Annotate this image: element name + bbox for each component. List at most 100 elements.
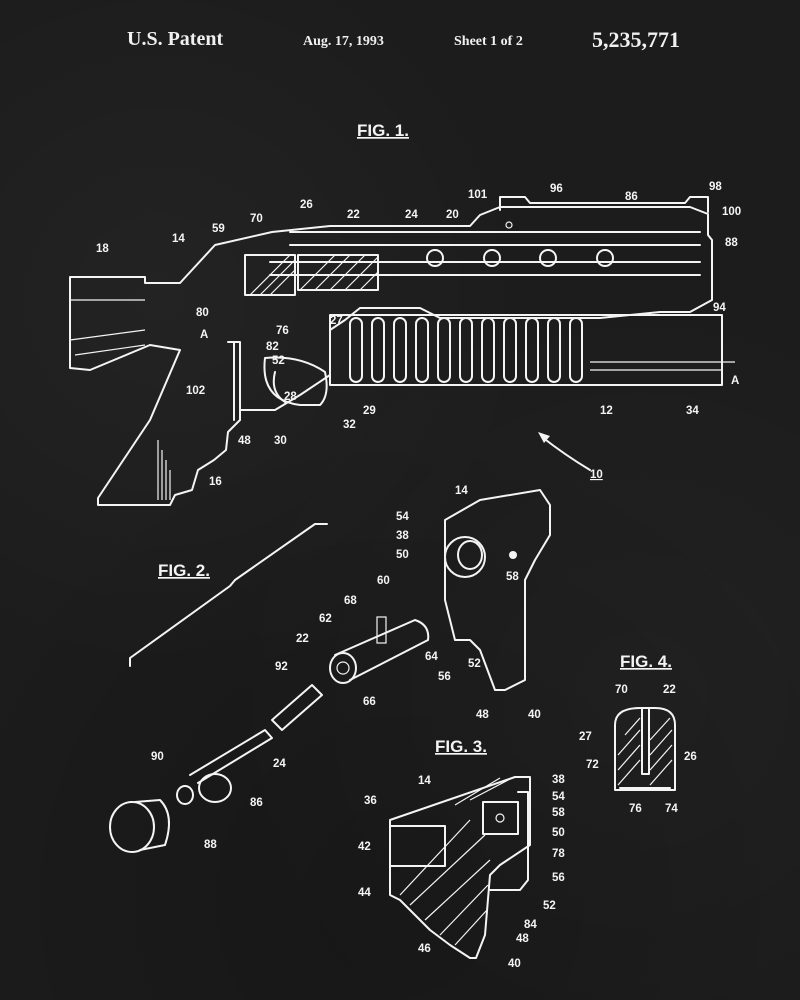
label-16: 16	[209, 476, 222, 488]
label-80: 80	[196, 307, 209, 319]
label-29: 29	[363, 405, 376, 417]
patent-title: U.S. Patent	[127, 28, 224, 50]
fig2-bolt	[334, 619, 430, 681]
fig1-ref-arrow	[541, 436, 591, 471]
fig2-bore	[444, 536, 486, 578]
label-20: 20	[446, 209, 459, 221]
fig1: FIG. 1.	[69, 121, 735, 506]
label-76: 76	[276, 325, 289, 337]
fig1-ref-label: 10	[590, 469, 603, 481]
fig3-title: FIG. 3.	[435, 737, 487, 756]
fig3-hatching	[399, 777, 513, 946]
label-70: 70	[250, 213, 263, 225]
label-54: 54	[552, 791, 565, 803]
label-38: 38	[552, 774, 565, 786]
label-52: 52	[272, 355, 285, 367]
label-94: 94	[713, 302, 726, 314]
fig2-cap-face	[109, 801, 155, 853]
fig2-collar	[198, 773, 232, 803]
label-22: 22	[296, 633, 309, 645]
fig1-receiver	[269, 231, 701, 276]
label-66: 66	[363, 696, 376, 708]
label-100: 100	[722, 206, 741, 218]
label-102: 102	[186, 385, 205, 397]
label-34: 34	[686, 405, 699, 417]
fig1-barrel	[329, 314, 723, 386]
label-28: 28	[284, 391, 297, 403]
label-78: 78	[552, 848, 565, 860]
label-82: 82	[266, 341, 279, 353]
fig2-labels: 14 54 38 50 58 60 68 62 22 64 56 52 66 9…	[151, 485, 541, 851]
fig4: FIG. 4.	[614, 652, 676, 791]
label-88: 88	[725, 237, 738, 249]
label-24: 24	[405, 209, 418, 221]
label-48: 48	[238, 435, 251, 447]
label-56: 56	[438, 671, 451, 683]
label-52: 52	[468, 658, 481, 670]
label-59: 59	[212, 223, 225, 235]
fig1-trigger-guard	[263, 356, 328, 406]
fig1-sight-hole	[505, 221, 513, 229]
label-27: 27	[579, 731, 592, 743]
label-52: 52	[543, 900, 556, 912]
fig1-centerline	[590, 361, 735, 371]
label-36: 36	[364, 795, 377, 807]
label-A-left: A	[200, 329, 208, 341]
label-60: 60	[377, 575, 390, 587]
fig1-barrel-ribs	[349, 317, 583, 383]
label-70: 70	[615, 684, 628, 696]
label-32: 32	[343, 419, 356, 431]
fig3-flange	[489, 791, 529, 891]
label-38: 38	[396, 530, 409, 542]
fig1-grip-shading	[157, 440, 171, 500]
label-A-right: A	[731, 375, 739, 387]
label-22: 22	[663, 684, 676, 696]
label-50: 50	[396, 549, 409, 561]
label-86: 86	[625, 191, 638, 203]
label-42: 42	[358, 841, 371, 853]
fig2-cap-body	[134, 799, 170, 851]
fig3: FIG. 3.	[389, 737, 531, 959]
label-26: 26	[300, 199, 313, 211]
label-72: 72	[586, 759, 599, 771]
label-76: 76	[629, 803, 642, 815]
fig4-section	[614, 707, 676, 791]
label-92: 92	[275, 661, 288, 673]
label-14: 14	[172, 233, 185, 245]
fig1-trigger	[272, 371, 286, 403]
label-48: 48	[516, 933, 529, 945]
label-54: 54	[396, 511, 409, 523]
fig1-sight-rail	[499, 196, 709, 213]
label-44: 44	[358, 887, 371, 899]
fig4-labels: 70 22 27 26 72 76 74	[579, 684, 697, 815]
fig3-right-cavity	[482, 801, 519, 835]
label-74: 74	[665, 803, 678, 815]
label-30: 30	[274, 435, 287, 447]
label-18: 18	[96, 243, 109, 255]
label-101: 101	[468, 189, 488, 201]
fig2-pin-hole	[509, 551, 517, 559]
label-84: 84	[524, 919, 537, 931]
fig1-ref-arrowhead	[538, 432, 550, 443]
fig4-channel	[641, 707, 650, 775]
label-58: 58	[506, 571, 519, 583]
fig2-firing-pin	[271, 684, 323, 731]
fig3-labels: 14 36 42 44 46 38 54 58 50 78 56 52 84 4…	[358, 774, 565, 970]
fig2-rod	[189, 729, 273, 784]
label-90: 90	[151, 751, 164, 763]
label-86: 86	[250, 797, 263, 809]
fig2-tip	[176, 785, 194, 805]
fig2-title: FIG. 2.	[158, 561, 210, 580]
fig2-slot	[376, 616, 387, 644]
label-40: 40	[528, 709, 541, 721]
fig1-stock-detail	[69, 299, 146, 356]
label-26: 26	[684, 751, 697, 763]
label-22: 22	[347, 209, 360, 221]
fig1-title: FIG. 1.	[357, 121, 409, 140]
label-14: 14	[418, 775, 431, 787]
fig1-holes	[426, 249, 614, 267]
label-68: 68	[344, 595, 357, 607]
fig1-latch	[227, 341, 241, 421]
label-24: 24	[273, 758, 286, 770]
label-40: 40	[508, 958, 521, 970]
